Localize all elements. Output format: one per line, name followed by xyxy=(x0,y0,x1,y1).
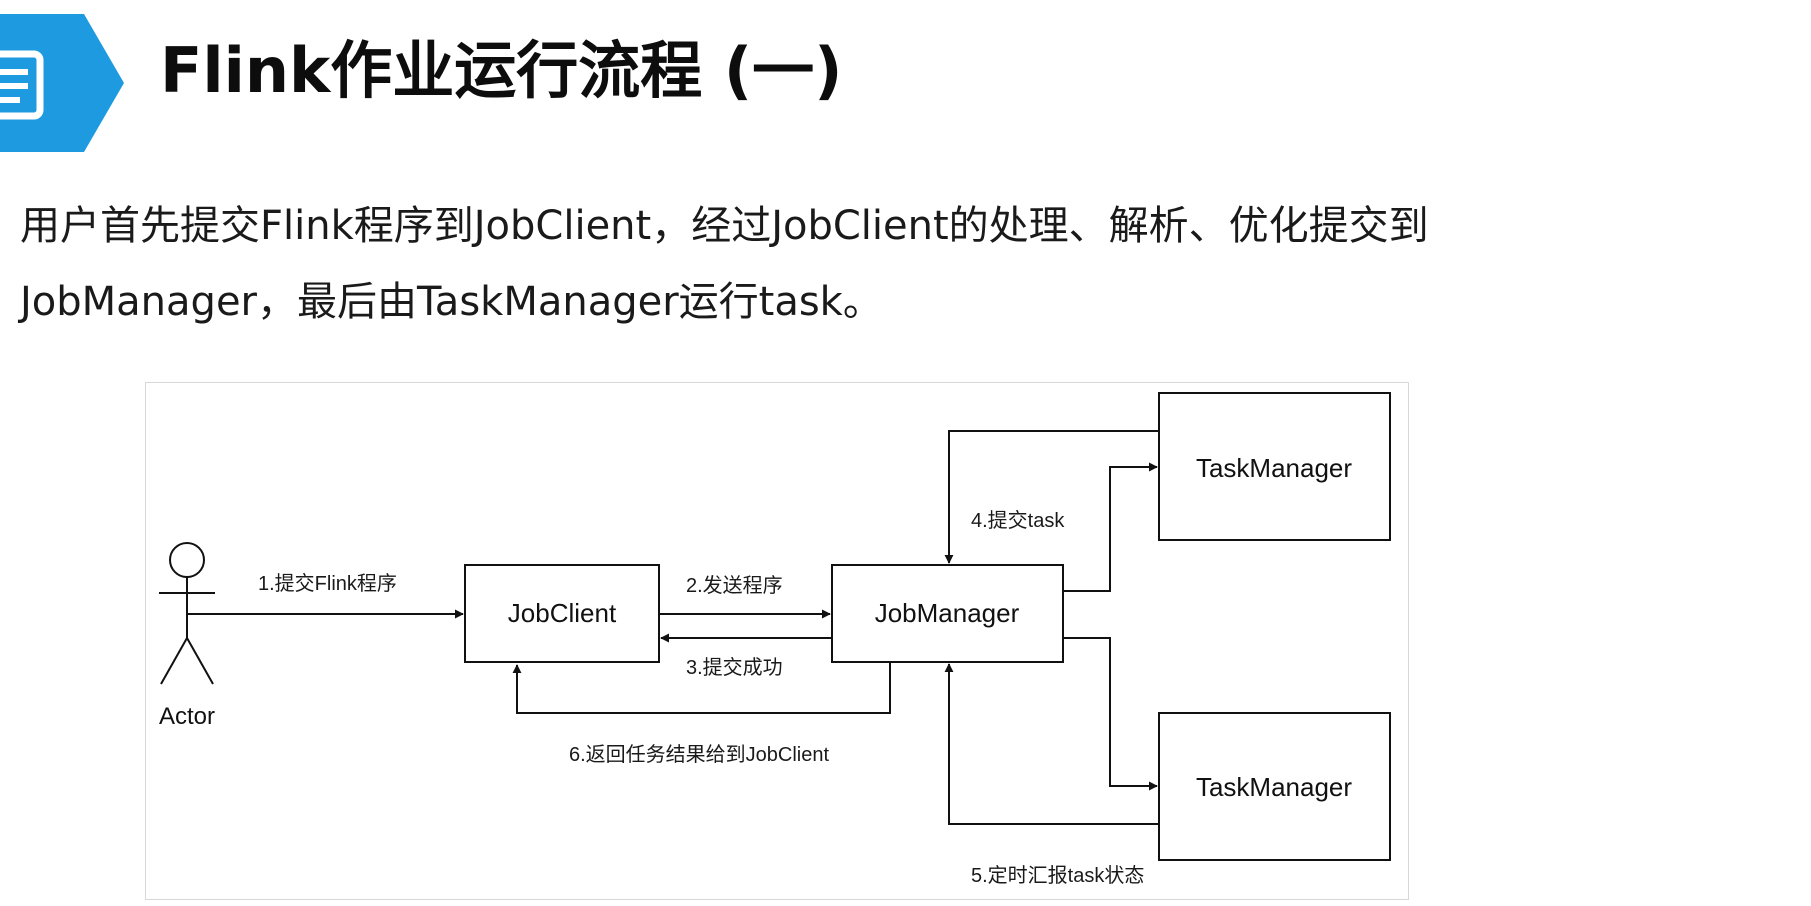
job-client-label: JobClient xyxy=(508,598,617,628)
edge-submit-task-label: 4.提交task xyxy=(971,509,1065,532)
title-badge xyxy=(0,14,124,152)
intro-line-2: JobManager，最后由TaskManager运行task。 xyxy=(20,279,883,325)
intro-paragraph: 用户首先提交Flink程序到JobClient，经过JobClient的处理、解… xyxy=(20,188,1780,340)
document-icon xyxy=(0,50,44,120)
edge-submit-program-label: 1.提交Flink程序 xyxy=(258,572,397,595)
actor-figure xyxy=(159,542,215,685)
edge-return-result-label: 6.返回任务结果给到JobClient xyxy=(569,743,830,766)
edge-return-result xyxy=(512,662,891,714)
edge-report-status-label: 5.定时汇报task状态 xyxy=(971,864,1144,887)
edge-jm-to-tm-top xyxy=(1063,462,1158,592)
edge-jm-to-tm-bottom xyxy=(1063,637,1158,791)
intro-line-1: 用户首先提交Flink程序到JobClient，经过JobClient的处理、解… xyxy=(20,203,1429,249)
edge-send-program-label: 2.发送程序 xyxy=(686,574,783,597)
edge-report-status xyxy=(944,663,1159,825)
edge-submit-task xyxy=(944,430,1159,564)
flink-flow-diagram: Actor JobClient JobManager TaskManager T… xyxy=(145,382,1409,900)
job-manager-box xyxy=(831,564,1064,663)
task-manager-bottom-box xyxy=(1158,712,1391,861)
task-manager-top-label: TaskManager xyxy=(1196,453,1352,483)
actor-label: Actor xyxy=(159,703,215,730)
page-title: Flink作业运行流程 (一) xyxy=(160,34,843,107)
job-client-box xyxy=(464,564,660,663)
task-manager-bottom-label: TaskManager xyxy=(1196,772,1352,802)
task-manager-top-box xyxy=(1158,392,1391,541)
job-manager-label: JobManager xyxy=(875,598,1020,628)
edge-submit-success-label: 3.提交成功 xyxy=(686,656,783,679)
